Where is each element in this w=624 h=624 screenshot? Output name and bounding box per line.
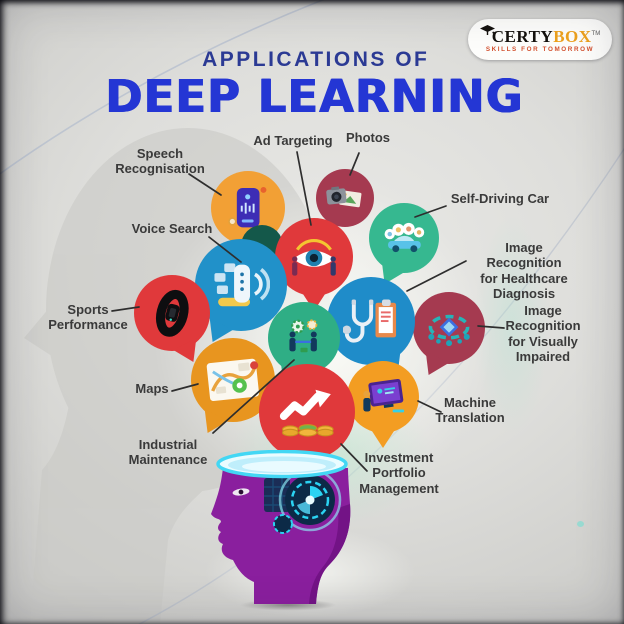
- bubble-machine-translation: [347, 361, 419, 433]
- label-healthcare-diagnosis: Image Recognition for Healthcare Diagnos…: [480, 240, 568, 301]
- logo-tagline: SKILLS FOR TOMORROW: [485, 46, 595, 54]
- logo-trademark: TM: [591, 31, 601, 38]
- car-icon: [384, 222, 424, 252]
- label-industrial-maintenance: Industrial Maintenance: [128, 437, 208, 468]
- open-head-illustration: [211, 450, 351, 604]
- label-self-driving-car: Self-Driving Car: [450, 191, 550, 206]
- bubble-visually-impaired: [413, 292, 485, 364]
- map-pin-icon: [206, 358, 260, 402]
- monitor-icon: [363, 378, 405, 413]
- poster-title: DEEP LEARNING: [105, 70, 524, 123]
- label-speech-recognisation: Speech Recognisation: [115, 146, 205, 177]
- label-machine-translation: Machine Translation: [435, 395, 505, 426]
- smart-speaker-icon: [214, 262, 270, 306]
- label-sports-performance: Sports Performance: [48, 302, 128, 333]
- logo-text-certy: CERTY: [491, 27, 554, 47]
- bubble-self-driving-car: [369, 203, 439, 273]
- stethoscope-icon: [342, 299, 396, 343]
- workers-gears-icon: [289, 319, 318, 353]
- camera-icon: [326, 186, 362, 208]
- bubble-healthcare-diagnosis: [327, 277, 415, 365]
- decorative-curve-topleft: [0, 0, 325, 175]
- cube-network-icon: [428, 314, 470, 347]
- label-ad-targeting: Ad Targeting: [253, 133, 333, 148]
- label-maps: Maps: [135, 381, 169, 396]
- growth-chart-icon: [280, 390, 334, 437]
- label-visually-impaired: Image Recognition for Visually Impaired: [505, 303, 581, 364]
- bubble-investment-portfolio: [259, 364, 355, 460]
- head-opening-glow: [216, 450, 348, 479]
- eye-target-icon: [292, 239, 336, 276]
- bubble-photos: [316, 169, 374, 227]
- label-voice-search: Voice Search: [131, 221, 213, 236]
- logo-text-box: BOX: [553, 27, 592, 47]
- fitness-band-icon: [155, 289, 189, 337]
- label-photos: Photos: [345, 130, 391, 145]
- poster-subtitle: APPLICATIONS OF: [202, 48, 430, 71]
- cyan-dot-accent: [577, 521, 584, 527]
- label-investment-portfolio: Investment Portfolio Management: [359, 450, 439, 496]
- graduation-cap-icon: [479, 25, 495, 36]
- bubble-sports-performance: [134, 275, 210, 351]
